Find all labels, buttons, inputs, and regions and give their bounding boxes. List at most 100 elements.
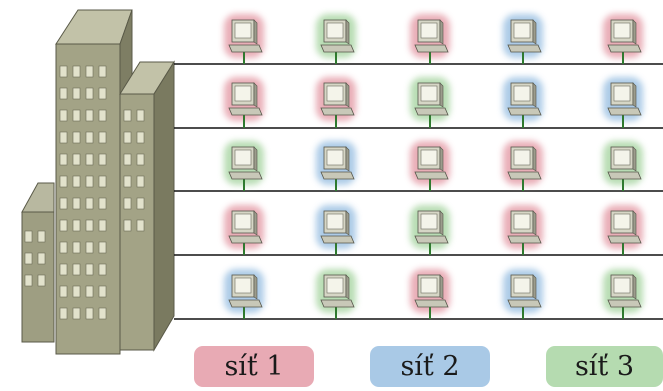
desktop-computer-icon bbox=[410, 141, 450, 191]
building-window bbox=[72, 241, 81, 254]
desktop-computer-icon bbox=[503, 141, 543, 191]
building-window bbox=[59, 263, 68, 276]
building-window bbox=[136, 197, 145, 210]
building-window bbox=[59, 219, 68, 232]
building-window bbox=[72, 65, 81, 78]
building-window bbox=[59, 153, 68, 166]
office-building-icon bbox=[21, 9, 175, 355]
building-window bbox=[85, 219, 94, 232]
desktop-computer-icon bbox=[410, 14, 450, 64]
building-window bbox=[98, 241, 107, 254]
desktop-computer-icon bbox=[316, 77, 356, 128]
building-window bbox=[85, 175, 94, 188]
legend-label-3: síť 3 bbox=[574, 351, 635, 382]
desktop-computer-icon bbox=[224, 141, 264, 191]
building-window bbox=[24, 274, 33, 287]
desktop-computer-icon bbox=[603, 205, 643, 255]
desktop-computer-icon bbox=[224, 205, 264, 255]
building-window bbox=[85, 285, 94, 298]
legend-network-2: síť 2 bbox=[370, 346, 490, 387]
building-windows bbox=[24, 65, 145, 320]
building-window bbox=[98, 153, 107, 166]
building-window bbox=[59, 87, 68, 100]
desktop-computer-icon bbox=[603, 14, 643, 64]
building-window bbox=[85, 307, 94, 320]
building-window bbox=[123, 219, 132, 232]
desktop-computer-icon bbox=[224, 14, 264, 64]
desktop-computer-icon bbox=[503, 205, 543, 255]
desktop-computer-icon bbox=[410, 205, 450, 255]
building-window bbox=[123, 109, 132, 122]
building-window bbox=[72, 87, 81, 100]
legend-label-1: síť 1 bbox=[224, 351, 284, 382]
legend-label-2: síť 2 bbox=[400, 351, 460, 382]
building-window bbox=[72, 219, 81, 232]
building-window bbox=[136, 109, 145, 122]
desktop-computer-icon bbox=[316, 269, 356, 319]
desktop-computer-icon bbox=[316, 141, 356, 191]
desktop-computer-icon bbox=[503, 77, 543, 128]
building-window bbox=[136, 175, 145, 188]
building-window bbox=[98, 175, 107, 188]
computer-grid bbox=[224, 14, 643, 319]
desktop-computer-icon bbox=[603, 141, 643, 191]
building-window bbox=[136, 219, 145, 232]
building-window bbox=[98, 65, 107, 78]
building-window bbox=[85, 109, 94, 122]
desktop-computer-icon bbox=[224, 77, 264, 128]
legend-network-1: síť 1 bbox=[194, 346, 314, 387]
legend-network-3: síť 3 bbox=[546, 346, 663, 387]
building-window bbox=[24, 252, 33, 265]
building-window bbox=[37, 274, 46, 287]
building-window bbox=[98, 263, 107, 276]
building-window bbox=[136, 131, 145, 144]
desktop-computer-icon bbox=[603, 269, 643, 319]
building-window bbox=[98, 109, 107, 122]
building-window bbox=[59, 307, 68, 320]
desktop-computer-icon bbox=[503, 14, 543, 64]
building-window bbox=[123, 131, 132, 144]
desktop-computer-icon bbox=[224, 269, 264, 319]
building-window bbox=[59, 65, 68, 78]
building-window bbox=[85, 131, 94, 144]
building-window bbox=[59, 175, 68, 188]
desktop-computer-icon bbox=[410, 269, 450, 319]
building-window bbox=[123, 197, 132, 210]
building-window bbox=[98, 285, 107, 298]
building-window bbox=[98, 219, 107, 232]
building-window bbox=[85, 87, 94, 100]
desktop-computer-icon bbox=[503, 269, 543, 319]
building-window bbox=[72, 131, 81, 144]
building-window bbox=[85, 241, 94, 254]
building-window bbox=[59, 131, 68, 144]
building-window bbox=[72, 263, 81, 276]
building-window bbox=[85, 263, 94, 276]
building-window bbox=[98, 87, 107, 100]
building-window bbox=[72, 109, 81, 122]
building-window bbox=[59, 109, 68, 122]
building-window bbox=[59, 241, 68, 254]
building-window bbox=[37, 252, 46, 265]
building-window bbox=[37, 230, 46, 243]
building-window bbox=[85, 153, 94, 166]
desktop-computer-icon bbox=[603, 77, 643, 128]
building-window bbox=[72, 153, 81, 166]
building-window bbox=[72, 175, 81, 188]
building-window bbox=[59, 285, 68, 298]
building-window bbox=[59, 197, 68, 210]
desktop-computer-icon bbox=[410, 77, 450, 128]
building-window bbox=[72, 307, 81, 320]
desktop-computer-icon bbox=[316, 205, 356, 255]
building-window bbox=[85, 197, 94, 210]
building-window bbox=[72, 285, 81, 298]
building-window bbox=[123, 175, 132, 188]
building-window bbox=[98, 197, 107, 210]
building-window bbox=[98, 307, 107, 320]
building-window bbox=[72, 197, 81, 210]
desktop-computer-icon bbox=[316, 14, 356, 64]
building-window bbox=[85, 65, 94, 78]
network-lines bbox=[174, 63, 663, 320]
building-window bbox=[123, 153, 132, 166]
